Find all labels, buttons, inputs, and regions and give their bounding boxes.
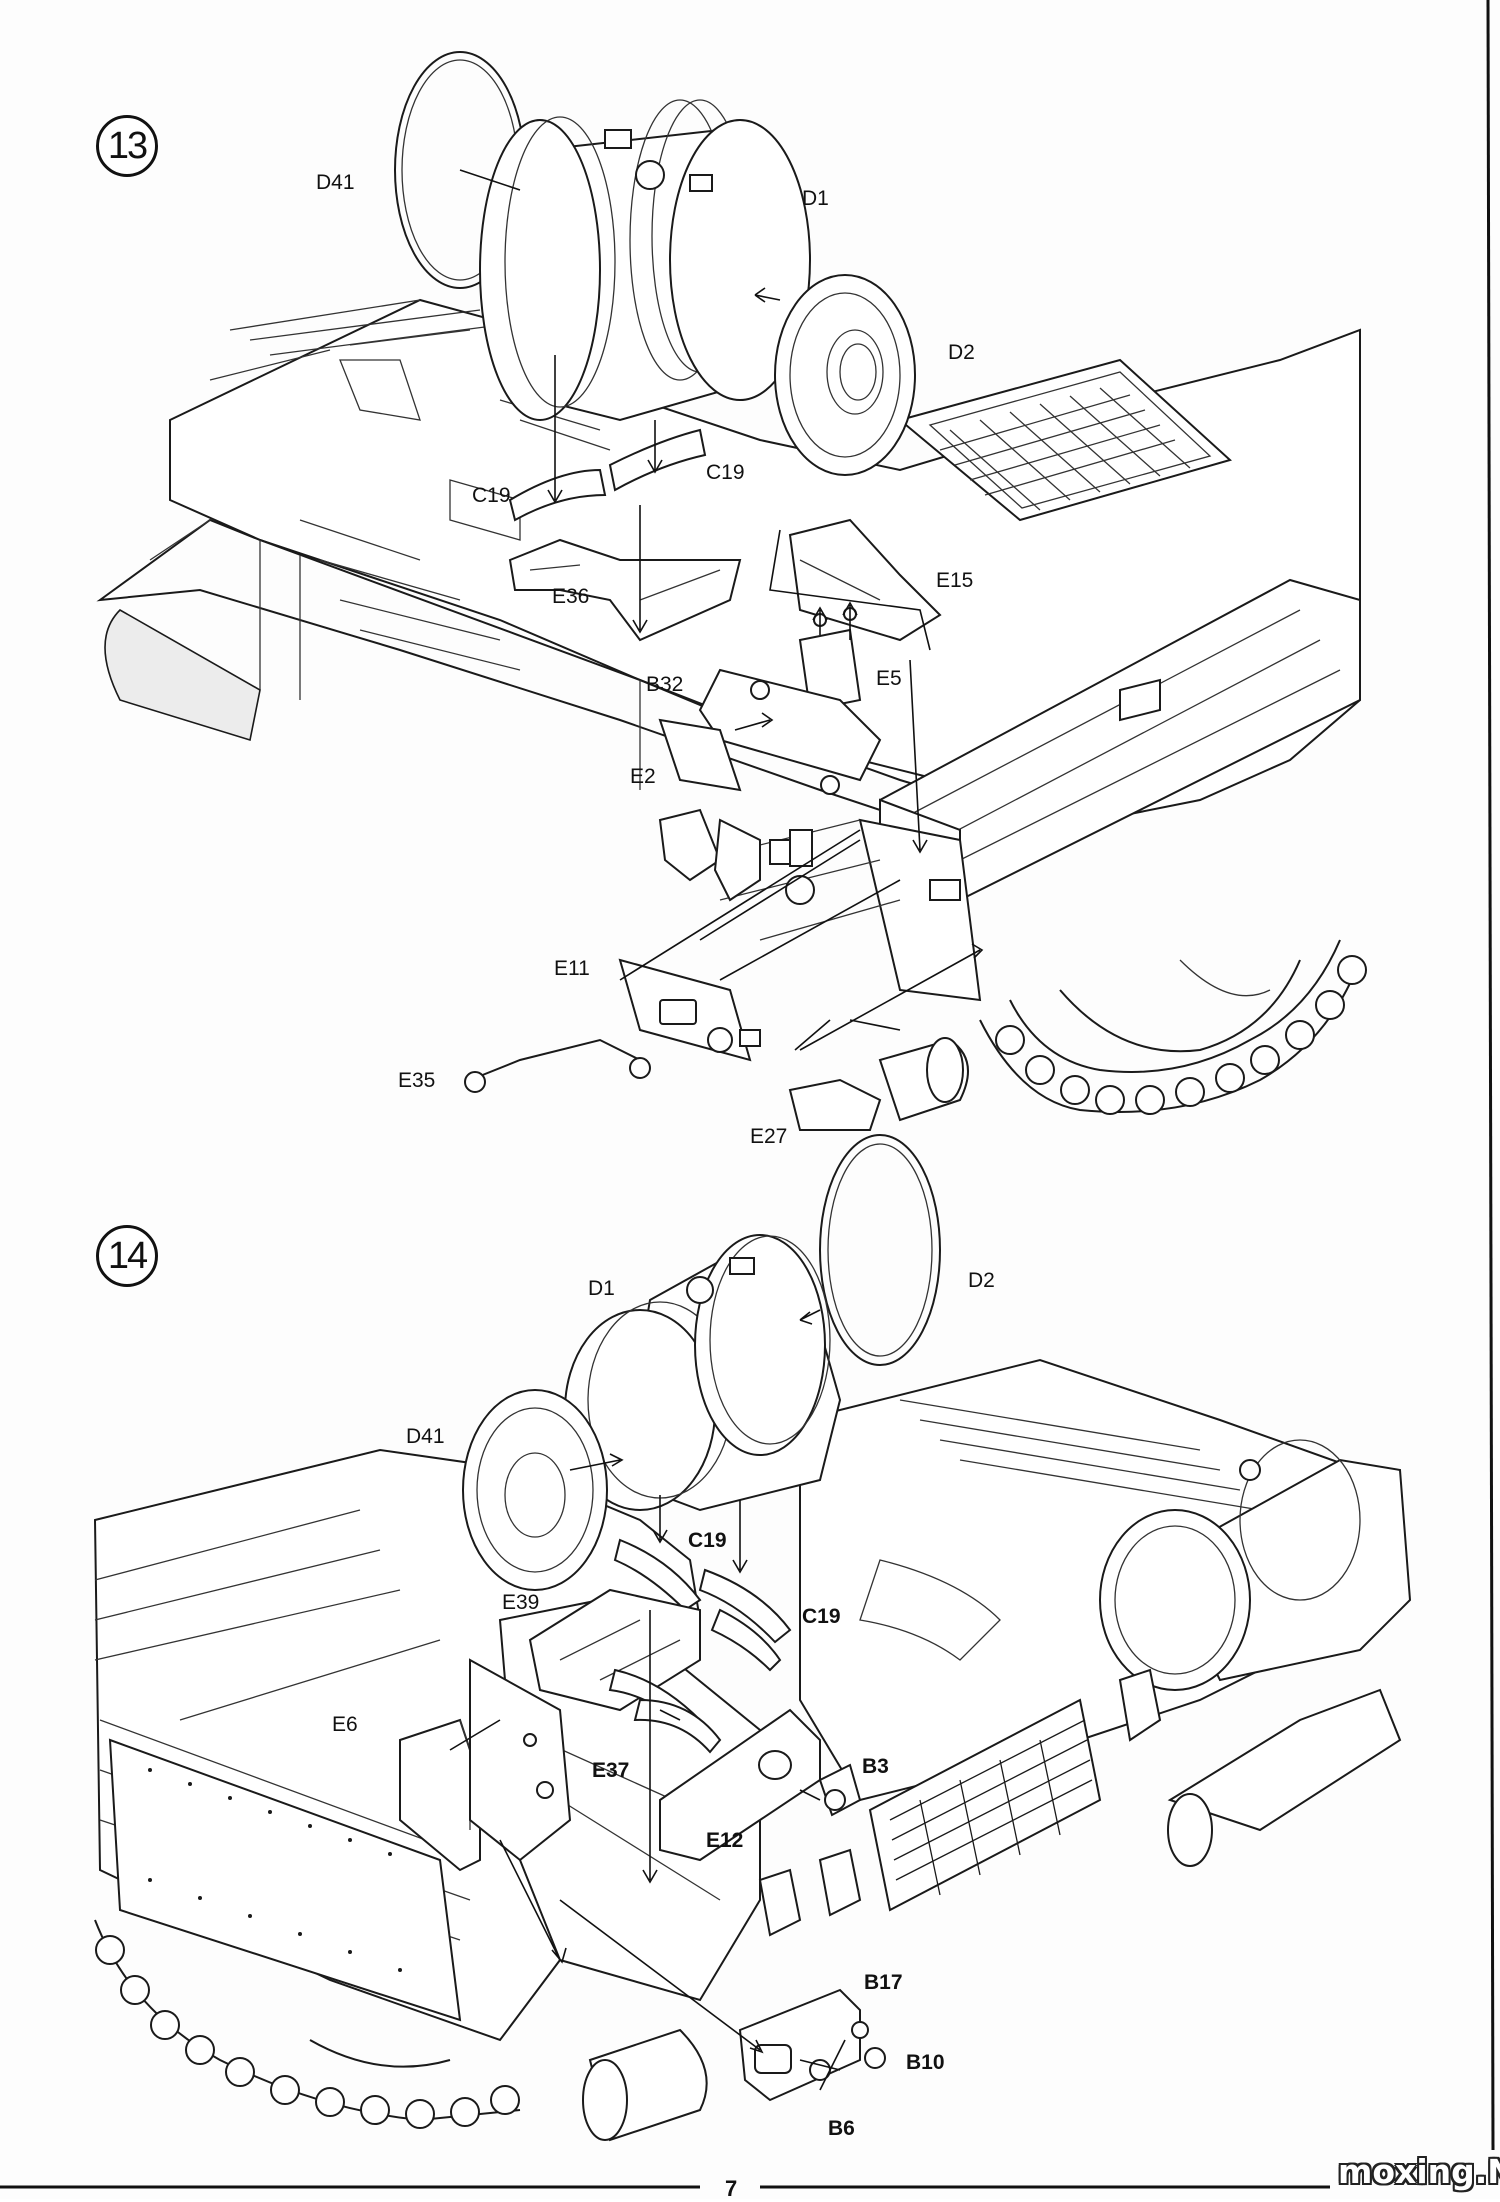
step-13-small-parts: [464, 428, 1161, 1131]
step-13-drawing: [96, 51, 1367, 1131]
part-label-d2: D2: [948, 341, 975, 364]
part-label-c19-lower: C19: [802, 1605, 841, 1628]
part-label-e37: E37: [592, 1759, 630, 1782]
part-label-b3: B3: [862, 1755, 889, 1778]
step-14-number: 14: [96, 1225, 158, 1287]
part-label-e39: E39: [502, 1591, 540, 1614]
part-label-b17: B17: [864, 1971, 903, 1994]
step-13-number: 13: [96, 115, 158, 177]
part-label-e12: E12: [706, 1829, 744, 1852]
part-label-e27: E27: [750, 1125, 788, 1148]
part-label-e15: E15: [936, 569, 974, 592]
step-13-air-filter: [394, 51, 916, 476]
part-label-e2: E2: [630, 765, 656, 788]
part-label-b6: B6: [828, 2117, 855, 2140]
part-label-d2-step14: D2: [968, 1269, 995, 1292]
part-label-d1-step14: D1: [588, 1277, 615, 1300]
part-label-d41-step14: D41: [406, 1425, 445, 1448]
step-13-arrows: [459, 169, 984, 1051]
part-label-e11: E11: [554, 957, 590, 980]
part-label-c19-top: C19: [688, 1529, 727, 1552]
step-13-hull: [96, 298, 1367, 1122]
part-label-e36: E36: [552, 585, 590, 608]
part-label-d1: D1: [802, 187, 829, 210]
part-label-e5: E5: [876, 667, 902, 690]
watermark-text: moxing.NET: [1338, 2152, 1500, 2191]
part-label-c19-left: C19: [472, 484, 511, 507]
part-label-b32: B32: [646, 673, 684, 696]
part-label-b10: B10: [906, 2051, 945, 2074]
part-label-e6: E6: [332, 1713, 358, 1736]
part-label-c19-right: C19: [706, 461, 745, 484]
part-label-d41: D41: [316, 171, 355, 194]
page-number: 7: [725, 2176, 738, 2201]
part-label-e35: E35: [398, 1069, 436, 1092]
